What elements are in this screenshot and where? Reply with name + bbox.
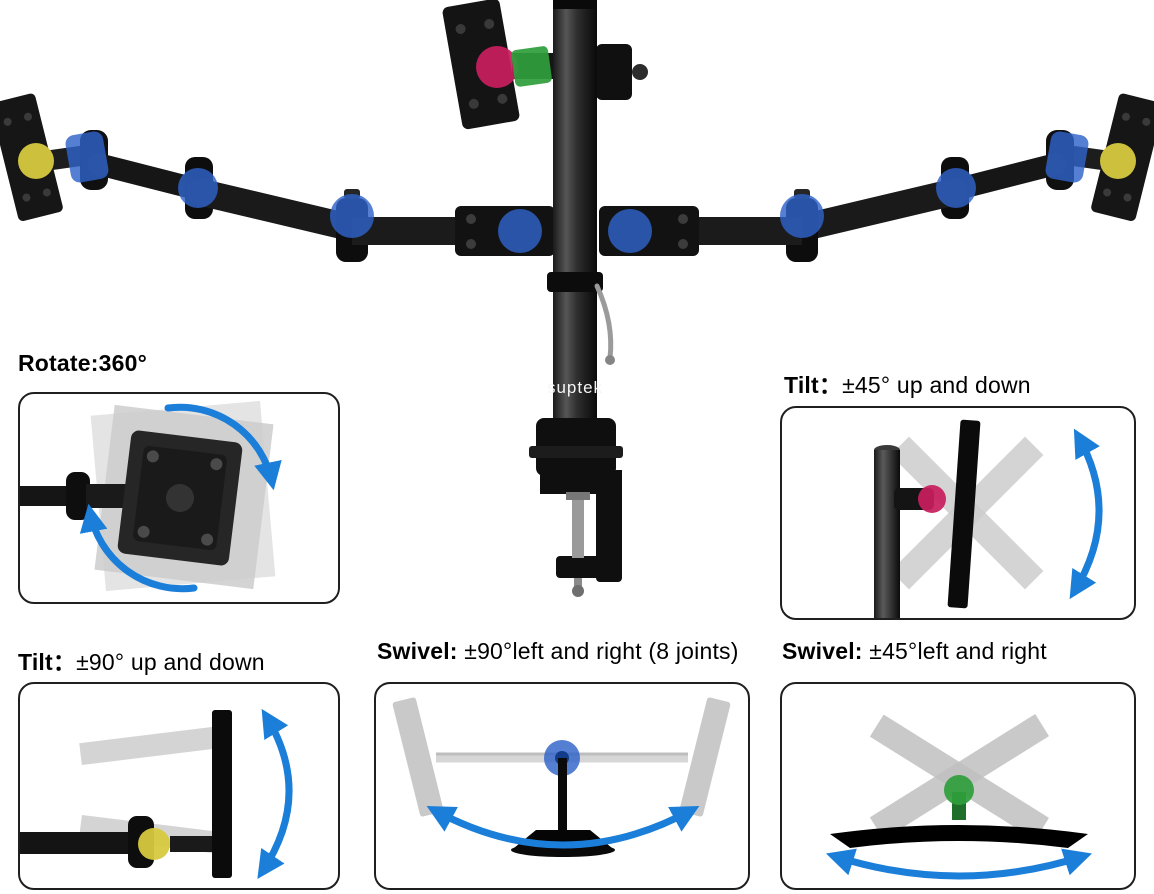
green-joint-highlight: [511, 46, 552, 87]
monitor: [947, 419, 981, 609]
feature-label: Rotate:: [18, 350, 99, 376]
swivel-arrow: [825, 848, 1093, 880]
yellow-joint-highlight: [1100, 143, 1136, 179]
yellow-joint-highlight: [18, 143, 54, 179]
rotate-arrow: [79, 503, 198, 593]
feature-heading-rotate: Rotate:360°: [18, 350, 147, 377]
tilt90-panel: [18, 682, 340, 890]
ghost-monitor: [79, 724, 231, 766]
feature-heading-tilt-45: Tilt：±45° up and down: [784, 366, 1031, 400]
blue-tilt-highlight: [1045, 131, 1089, 183]
blue-joint-highlight: [330, 194, 374, 238]
feature-detail: ±45°left and right: [862, 638, 1047, 664]
ghost-monitor: [679, 697, 731, 817]
rotate-arrow: [164, 403, 282, 491]
rotate-illustration: [20, 400, 282, 593]
swivel90-illustration: [392, 697, 731, 857]
rotate-panel: [18, 392, 340, 604]
blue-tilt-highlight: [65, 131, 109, 183]
swivel-arrow: [426, 805, 700, 849]
brand-logo: suptek: [547, 378, 603, 397]
joint-highlights: [18, 46, 1136, 253]
tilt45-panel: [780, 406, 1136, 620]
feature-detail: ±45° up and down: [842, 372, 1031, 398]
monitor: [212, 710, 232, 878]
feature-label: Swivel:: [377, 638, 458, 664]
tilt45-illustration: [874, 419, 1103, 618]
blue-joint-highlight: [178, 168, 218, 208]
blue-joint-highlight: [498, 209, 542, 253]
feature-detail: ±90° up and down: [76, 649, 265, 675]
feature-label: Tilt：: [18, 649, 77, 675]
vesa-plate: [117, 430, 243, 566]
clamp-screw: [572, 494, 584, 558]
yellow-joint-highlight: [138, 828, 170, 860]
ghost-monitor: [392, 697, 444, 817]
center-pole: suptek: [547, 0, 615, 468]
feature-heading-swivel-45: Swivel: ±45°left and right: [782, 638, 1047, 665]
desk-clamp: [529, 418, 623, 597]
feature-heading-tilt-90: Tilt：±90° up and down: [18, 643, 265, 677]
monitor: [830, 825, 1088, 848]
tilt-arrow: [257, 708, 293, 879]
green-joint-highlight: [944, 775, 974, 805]
feature-detail: ±90°left and right (8 joints): [457, 638, 739, 664]
blue-joint-highlight: [936, 168, 976, 208]
pole: [874, 450, 900, 618]
feature-label: Swivel:: [782, 638, 863, 664]
swivel90-panel: [374, 682, 750, 890]
feature-label: Tilt：: [784, 372, 843, 398]
stand-post: [558, 758, 567, 830]
blue-joint-highlight: [608, 209, 652, 253]
red-joint-highlight: [918, 485, 946, 513]
blue-joint-highlight: [780, 194, 824, 238]
tilt-arrow: [1069, 428, 1103, 600]
swivel45-panel: [780, 682, 1136, 890]
clamp-lever: [594, 283, 614, 361]
swivel45-illustration: [825, 714, 1093, 880]
feature-heading-swivel-90: Swivel: ±90°left and right (8 joints): [377, 638, 739, 665]
tilt90-illustration: [20, 708, 293, 879]
feature-detail: 360°: [98, 350, 147, 376]
red-joint-highlight: [476, 46, 518, 88]
monitor-mount-illustration: suptek: [0, 0, 1154, 597]
